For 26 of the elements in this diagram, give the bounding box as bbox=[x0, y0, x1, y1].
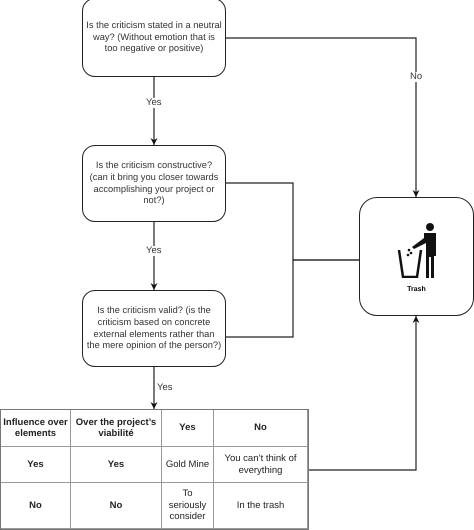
table-cell: In the trash bbox=[214, 483, 308, 529]
edge-label: Yes bbox=[156, 383, 174, 394]
table-cell: No bbox=[214, 410, 308, 447]
table-cell: Yes bbox=[1, 447, 71, 483]
arrow bbox=[226, 37, 420, 197]
arrow bbox=[150, 367, 158, 409]
table-cell: To seriously consider bbox=[162, 483, 214, 529]
decision-box: Is the criticism valid? (is the criticism based on concrete external elements rather than the mere opinion of the person?) bbox=[82, 290, 226, 367]
edge-label: Yes bbox=[145, 98, 162, 108]
table-cell: No bbox=[71, 483, 162, 529]
table-cell: Gold Mine bbox=[162, 447, 214, 483]
table-cell: You can’t think of everything bbox=[214, 447, 308, 483]
process-box bbox=[359, 197, 474, 316]
arrow bbox=[150, 77, 158, 145]
table-cell: No bbox=[1, 483, 71, 529]
table-cell: Influence over elements bbox=[1, 410, 71, 447]
edge-label: No bbox=[409, 72, 424, 82]
table-cell: Yes bbox=[162, 410, 214, 447]
arrow bbox=[309, 316, 420, 471]
decision-table bbox=[0, 409, 309, 530]
table-cell: Over the project’s viabilité bbox=[71, 410, 162, 447]
arrow bbox=[150, 222, 158, 290]
decision-box: Is the criticism stated in a neutral way? (Without emotion that is too negative or positive) bbox=[82, 0, 226, 77]
table-cell: Yes bbox=[71, 447, 162, 483]
edge-label: Yes bbox=[145, 246, 162, 256]
decision-box: Is the criticism constructive? (can it bring you closer towards accomplishing your project or not?) bbox=[82, 145, 226, 222]
